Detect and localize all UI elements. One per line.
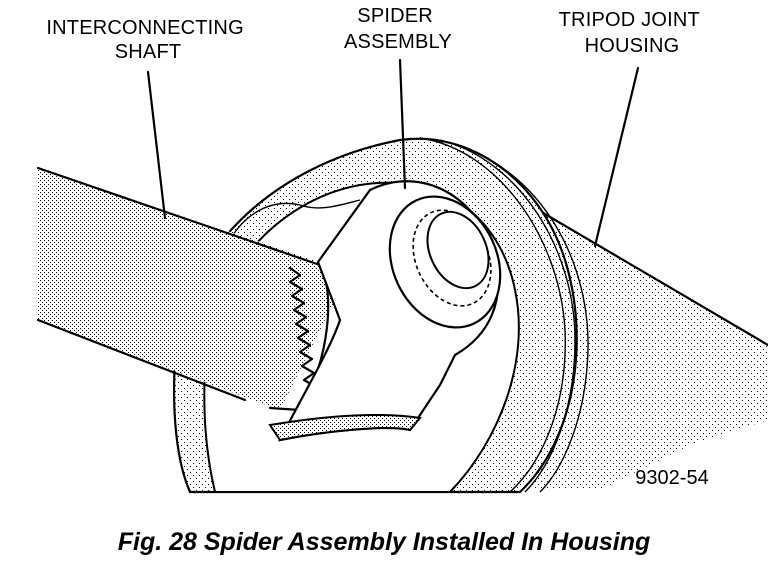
label-interconnecting-shaft: INTERCONNECTING SHAFT xyxy=(46,17,249,63)
label-spider-assembly: SPIDER ASSEMBLY xyxy=(344,5,452,53)
leader-interconnecting-shaft xyxy=(146,70,167,220)
leader-spider-assembly xyxy=(398,58,407,190)
figure-caption: Fig. 28 Spider Assembly Installed In Hou… xyxy=(117,528,651,556)
label-tripod-joint-housing: TRIPOD JOINT HOUSING xyxy=(559,9,706,57)
leader-tripod-joint-housing xyxy=(593,66,640,248)
figure-number: 9302-54 xyxy=(635,467,708,489)
spider-assembly xyxy=(268,180,502,442)
